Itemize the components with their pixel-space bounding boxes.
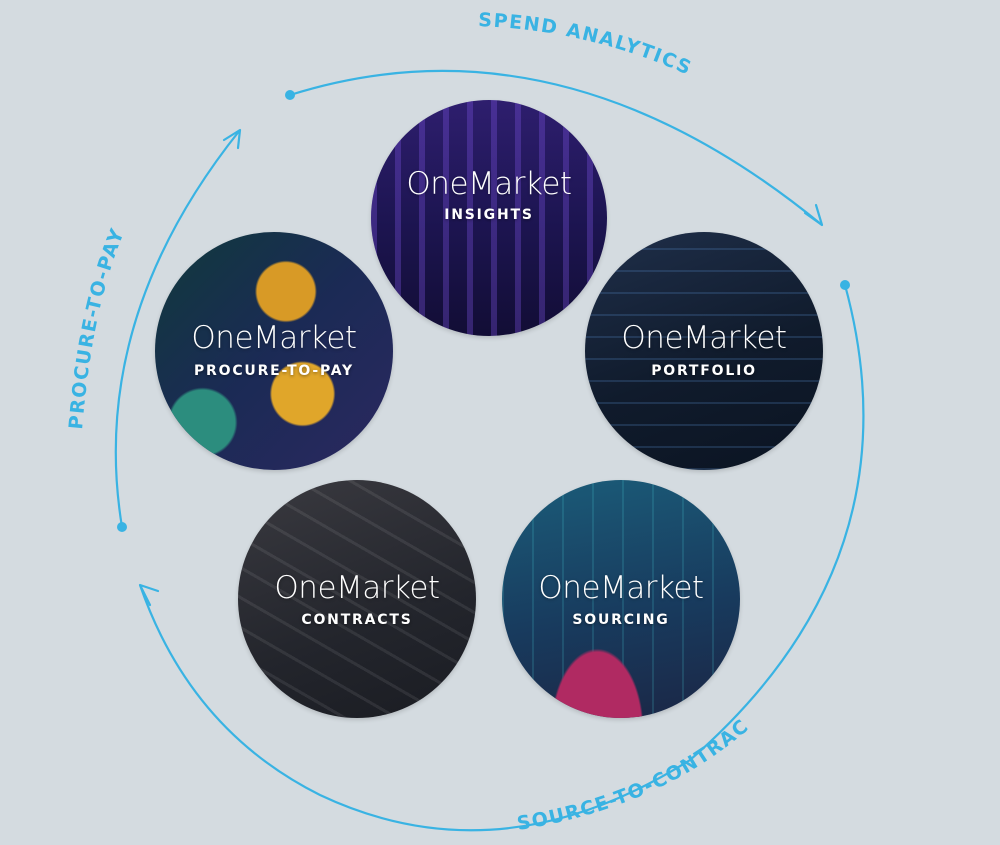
product-sourcing[interactable]: OneMarket SOURCING — [502, 480, 740, 718]
product-module: CONTRACTS — [301, 612, 413, 628]
sourcing-chart-image — [502, 480, 740, 718]
product-module: PROCURE-TO-PAY — [193, 363, 354, 379]
product-brand: OneMarket — [406, 166, 572, 202]
cycle-arc-right — [689, 284, 865, 761]
product-brand: OneMarket — [191, 320, 357, 356]
cycle-arc-top — [289, 69, 823, 226]
product-insights[interactable]: OneMarket INSIGHTS — [371, 100, 607, 336]
product-procure-to-pay[interactable]: OneMarket PROCURE-TO-PAY — [155, 232, 393, 470]
product-contracts[interactable]: OneMarket CONTRACTS — [238, 480, 476, 718]
product-module: PORTFOLIO — [651, 363, 757, 379]
arc-start-dot — [840, 280, 850, 290]
cycle-arc-bottom — [138, 584, 691, 832]
product-portfolio[interactable]: OneMarket PORTFOLIO — [585, 232, 823, 470]
product-brand: OneMarket — [621, 320, 787, 356]
product-brand: OneMarket — [274, 570, 440, 606]
cycle-arc-left — [114, 129, 241, 528]
procure-to-pay-coins-image — [155, 232, 393, 470]
product-brand: OneMarket — [538, 570, 704, 606]
arrow-head-bottom — [138, 583, 160, 607]
portfolio-dashboard-image — [585, 232, 823, 470]
arc-start-dot — [285, 90, 295, 100]
insights-cityscape-image — [371, 100, 607, 336]
product-module: INSIGHTS — [444, 207, 534, 223]
arc-start-dot — [117, 522, 127, 532]
contracts-laptop-image — [238, 480, 476, 718]
label-spend-analytics: SPEND ANALYTICS — [478, 9, 696, 80]
arrow-head-left — [222, 128, 242, 150]
arrow-head-top — [803, 203, 824, 227]
product-module: SOURCING — [572, 612, 670, 628]
